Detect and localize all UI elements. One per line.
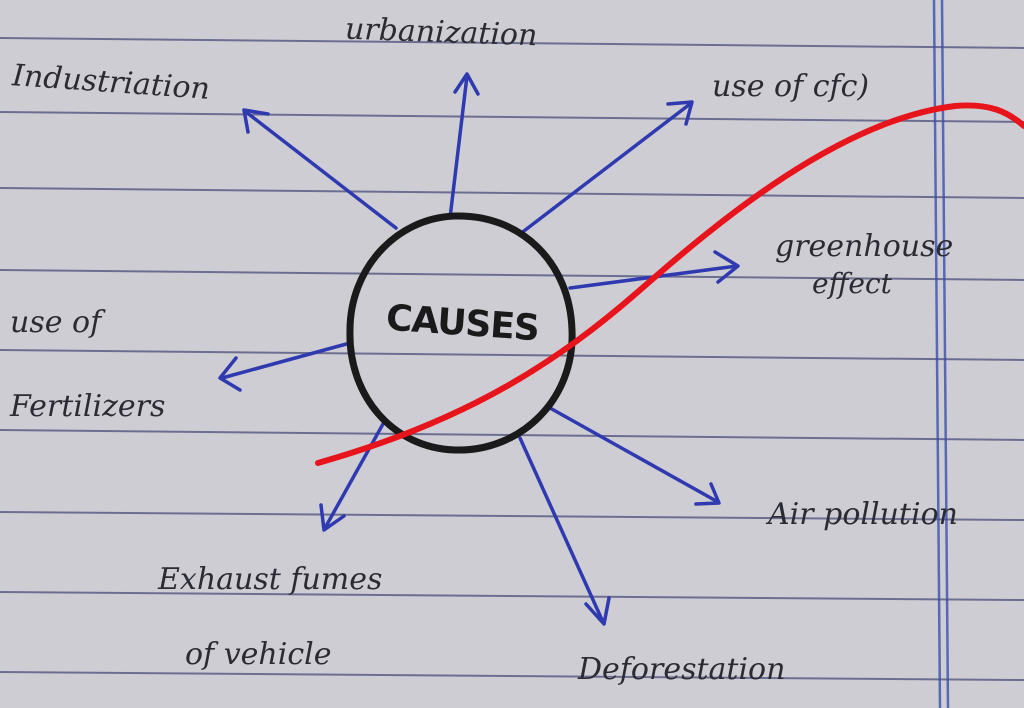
causes-circle	[346, 212, 576, 454]
margin-line-right	[940, 0, 950, 708]
label-exhaust-fumes: Exhaust fumes	[158, 562, 383, 597]
arrow-industrialization	[242, 108, 398, 230]
label-use-of: use of	[10, 305, 102, 340]
arrow-fertilizers	[218, 341, 352, 392]
arrow-air-pollution	[548, 406, 721, 506]
label-use-of-cfcs: use of cfc)	[712, 69, 870, 104]
margin-line-left	[932, 0, 942, 708]
ruled-lines	[0, 37, 1024, 681]
label-deforestation: Deforestation	[578, 652, 786, 687]
label-of-vehicle: of vehicle	[185, 637, 332, 672]
rule-line	[0, 111, 1024, 123]
rule-line	[0, 269, 1024, 281]
rule-line	[0, 349, 1024, 361]
center-label: CAUSES	[384, 297, 541, 350]
arrow-use-of-cfcs	[518, 100, 694, 236]
arrows	[218, 72, 740, 626]
label-fertilizers: Fertilizers	[10, 389, 166, 424]
arrow-greenhouse	[568, 250, 740, 290]
arrow-exhaust	[319, 422, 385, 532]
rule-line	[0, 511, 1024, 521]
rule-line	[0, 37, 1024, 49]
arrow-deforestation	[518, 436, 611, 626]
label-urbanization: urbanization	[344, 11, 538, 54]
margin-line	[932, 0, 950, 708]
rule-line	[0, 671, 1024, 681]
arrow-urbanization	[448, 72, 480, 220]
red-strike-curve	[315, 102, 1024, 466]
rule-line	[0, 591, 1024, 601]
label-air-pollution: Air pollution	[768, 497, 958, 532]
label-greenhouse: greenhouse	[775, 229, 954, 264]
label-greenhouse-effect: effect	[812, 267, 892, 300]
rule-line	[0, 187, 1024, 199]
